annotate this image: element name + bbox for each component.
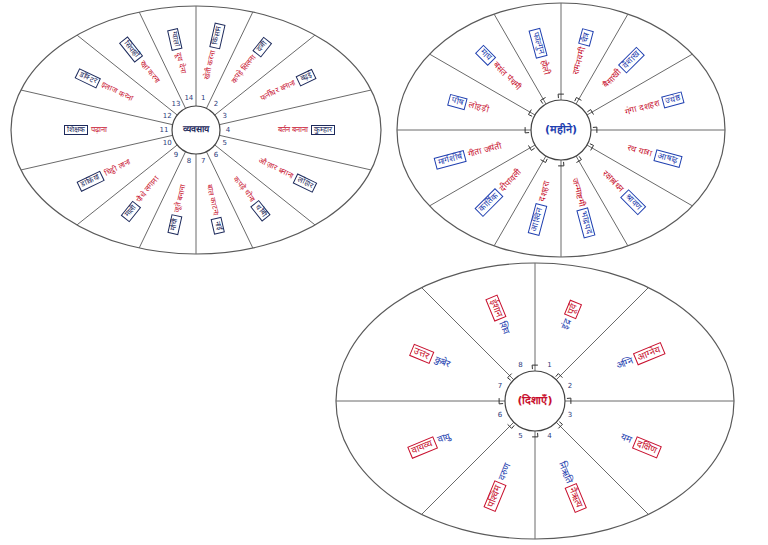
- tick-mark: [508, 374, 512, 381]
- tick-mark: [499, 398, 503, 404]
- callout-number: 7: [498, 383, 502, 390]
- hub-circle: [172, 106, 220, 154]
- wheel-sector: कुम्हारबर्तन बनाना: [278, 125, 335, 136]
- sector-note: बर्तन बनाना: [278, 126, 308, 135]
- tick-mark: [508, 424, 515, 428]
- spoke-line: [336, 401, 505, 402]
- spoke-line: [556, 288, 648, 380]
- sector-heading: शिक्षक: [64, 125, 88, 136]
- spoke-line: [535, 263, 536, 371]
- sector-note: होली: [538, 59, 551, 76]
- callout-number: 9: [174, 152, 178, 159]
- spoke-line: [422, 288, 514, 380]
- callout-number: 2: [568, 383, 572, 390]
- tick-mark: [587, 110, 593, 115]
- tick-mark: [558, 162, 564, 166]
- callout-number: 7: [201, 158, 205, 165]
- tick-mark: [558, 94, 564, 98]
- hub-label: व्यवसाय: [183, 125, 209, 135]
- callout-number: 13: [172, 101, 181, 108]
- hub-label: (दिशाएँ): [517, 395, 552, 407]
- spoke-line: [397, 130, 531, 131]
- callout-number: 12: [163, 113, 172, 120]
- wheel-chart: (महीने)चैत्ररामनवमीवैशाखबैसाखीज्येष्ठगंग…: [396, 2, 726, 258]
- callout-number: 1: [201, 95, 205, 102]
- tick-mark: [556, 374, 563, 378]
- spoke-line: [494, 156, 546, 246]
- spoke-line: [219, 90, 371, 125]
- tick-mark: [528, 145, 534, 150]
- tick-mark: [575, 97, 582, 101]
- wheel-rim: [336, 263, 734, 539]
- tick-mark: [541, 159, 548, 163]
- callout-number: 6: [498, 412, 502, 419]
- wheel-rim: [11, 6, 381, 254]
- callout-number: 1: [547, 362, 551, 369]
- spoke-line: [565, 401, 734, 402]
- callout-number: 11: [160, 127, 169, 134]
- spoke-line: [561, 160, 562, 257]
- spoke-line: [561, 3, 562, 100]
- wheel-chart: (दिशाएँ)पूर्वइंद्रआग्नेयअग्निदक्षिणयमनैऋ…: [335, 262, 735, 540]
- callout-number: 4: [226, 127, 230, 134]
- hub-label: (महीने): [545, 124, 577, 136]
- callout-number: 5: [223, 140, 227, 147]
- spoke-line: [196, 6, 197, 106]
- wheel-chart: व्यवसायकिसानखेती करनादर्जीकपड़े सिलनाबढ़…: [10, 5, 382, 255]
- tick-mark: [541, 97, 546, 103]
- hub-circle: [505, 371, 565, 431]
- callout-number: 3: [223, 113, 227, 120]
- tick-mark: [532, 365, 538, 369]
- callout-number: 6: [214, 152, 218, 159]
- wheel-sector: शिक्षकपढ़ाना: [64, 125, 107, 136]
- callout-number: 2: [214, 101, 218, 108]
- callout-number: 8: [187, 158, 191, 165]
- wheel-rim: [397, 3, 725, 257]
- tick-mark: [558, 422, 562, 429]
- sector-note: यम: [618, 431, 633, 446]
- callout-number: 10: [163, 140, 172, 147]
- spoke-line: [219, 135, 371, 170]
- spoke-line: [422, 422, 514, 514]
- tick-mark: [567, 398, 571, 404]
- tick-mark: [525, 127, 529, 133]
- callout-number: 8: [518, 362, 522, 369]
- callout-number: 4: [547, 433, 551, 440]
- spoke-line: [535, 431, 536, 539]
- spoke-line: [21, 90, 173, 125]
- spoke-line: [196, 154, 197, 254]
- tick-mark: [576, 156, 581, 162]
- spoke-line: [430, 54, 535, 115]
- tick-mark: [593, 127, 597, 133]
- sector-heading: कुम्हार: [311, 125, 335, 136]
- callout-number: 3: [568, 412, 572, 419]
- spoke-line: [591, 130, 725, 131]
- spoke-line: [556, 422, 648, 514]
- tick-mark: [532, 433, 538, 437]
- spoke-line: [77, 145, 177, 225]
- tick-mark: [528, 110, 532, 117]
- tick-mark: [590, 144, 594, 151]
- spoke-line: [21, 135, 173, 170]
- hub-circle: [531, 100, 591, 160]
- callout-number: 14: [184, 95, 193, 102]
- sector-note: पढ़ाना: [91, 126, 107, 135]
- callout-number: 5: [518, 433, 522, 440]
